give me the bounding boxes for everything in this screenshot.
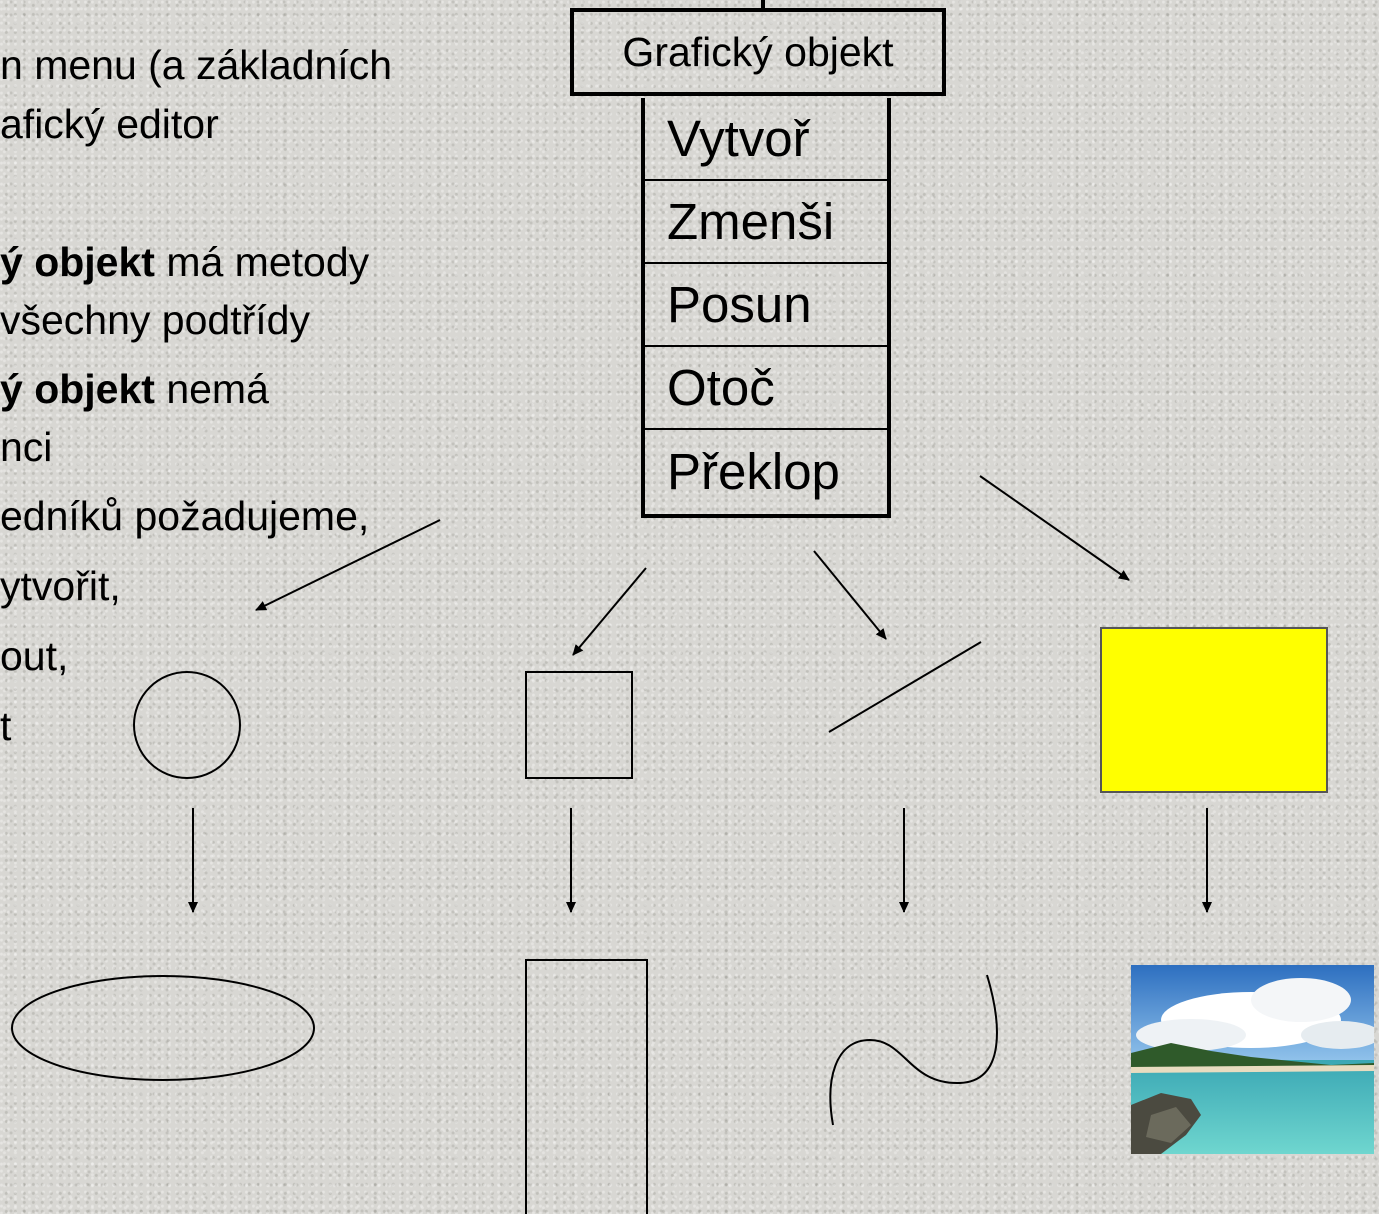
method-list: Vytvoř Zmenši Posun Otoč Překlop [641,98,891,518]
method-item: Vytvoř [645,98,887,181]
text-segment: ytvořit, [0,563,121,609]
square-shape [525,671,633,779]
text-segment: ý objekt [0,366,155,412]
text-segment: nci [0,424,53,470]
class-title-box: Grafický objekt [570,8,946,96]
beach-photo [1131,965,1374,1154]
ellipse-shape [11,975,315,1081]
arrow-to-line [813,550,887,640]
text-line: n menu (a základních [0,45,392,86]
line-shape [828,641,982,733]
method-item: Zmenši [645,181,887,264]
text-line: out, [0,636,68,677]
method-item: Otoč [645,347,887,430]
arrow-to-filled-rect [979,475,1130,581]
text-segment: n menu (a základních [0,42,393,88]
text-line: ý objekt nemá [0,369,269,410]
text-segment: nemá [154,366,269,412]
text-segment: t [0,703,12,749]
text-line: t [0,706,11,747]
text-segment: všechny podtřídy [0,297,310,343]
description-text: n menu (a základních afický editor ý objek… [0,0,470,760]
text-segment: edníků požadujeme, [0,493,370,539]
arrow-to-circle [255,519,441,611]
filled-rect-shape [1100,627,1328,793]
text-line: všechny podtřídy [0,300,310,341]
curve-shape [829,974,998,1126]
text-segment: afický editor [0,101,219,147]
method-item: Posun [645,264,887,347]
text-line: ytvořit, [0,566,121,607]
tall-rect-shape [525,959,648,1214]
text-line: afický editor [0,104,219,145]
method-item: Překlop [667,443,840,500]
text-line: edníků požadujeme, [0,496,369,537]
text-line: ý objekt má metody [0,242,369,283]
circle-shape [133,671,241,779]
text-line: nci [0,427,52,468]
class-title: Grafický objekt [622,28,894,75]
text-segment: out, [0,633,69,679]
text-segment: má metody [154,239,370,285]
text-segment: ý objekt [0,239,155,285]
arrow-to-square [572,567,647,656]
